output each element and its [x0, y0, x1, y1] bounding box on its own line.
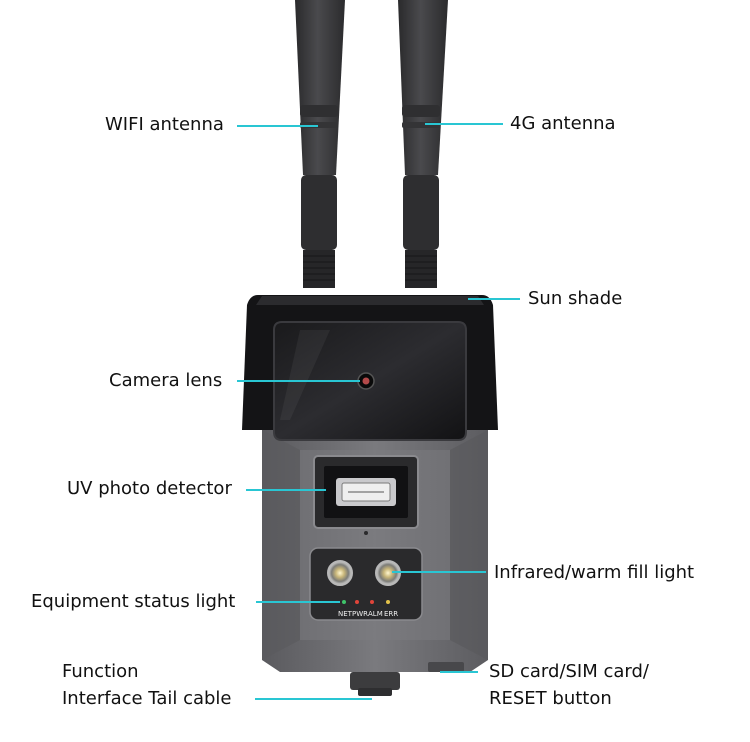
- label-status-light: Equipment status light: [31, 591, 236, 612]
- led-pwr-icon: [355, 600, 359, 604]
- led-label-err: ERR: [384, 610, 398, 618]
- label-sd-card-line1: SD card/SIM card/: [489, 661, 649, 682]
- led-alm-icon: [370, 600, 374, 604]
- label-4g-antenna: 4G antenna: [510, 113, 616, 134]
- label-wifi-antenna: WIFI antenna: [105, 114, 224, 135]
- led-net-icon: [342, 600, 346, 604]
- led-label-net: NET: [338, 610, 353, 618]
- led-label-alm: ALM: [368, 610, 383, 618]
- sd-card-slot: [428, 662, 464, 672]
- led-label-pwr: PWR: [352, 610, 368, 618]
- camera-lens-window: [273, 321, 467, 441]
- 4g-antenna: [398, 0, 448, 288]
- label-sd-card-line2: RESET button: [489, 688, 612, 709]
- wifi-antenna: [295, 0, 345, 288]
- label-tail-cable-line2: Interface Tail cable: [62, 688, 232, 709]
- tail-cable-port: [350, 672, 400, 690]
- label-uv-photo-detector: UV photo detector: [67, 478, 232, 499]
- label-sun-shade: Sun shade: [528, 288, 623, 309]
- label-sd-card: SD card/SIM card/ RESET button: [489, 658, 649, 712]
- label-fill-light: Infrared/warm fill light: [494, 562, 695, 583]
- fill-light-panel: NET PWR ALM ERR: [309, 547, 423, 621]
- led-err-icon: [386, 600, 390, 604]
- uv-photo-detector: [313, 455, 419, 535]
- ir-light-left-icon: [327, 560, 353, 586]
- label-tail-cable: Function Interface Tail cable: [62, 658, 232, 712]
- label-tail-cable-line1: Function: [62, 661, 139, 682]
- label-camera-lens: Camera lens: [109, 370, 223, 391]
